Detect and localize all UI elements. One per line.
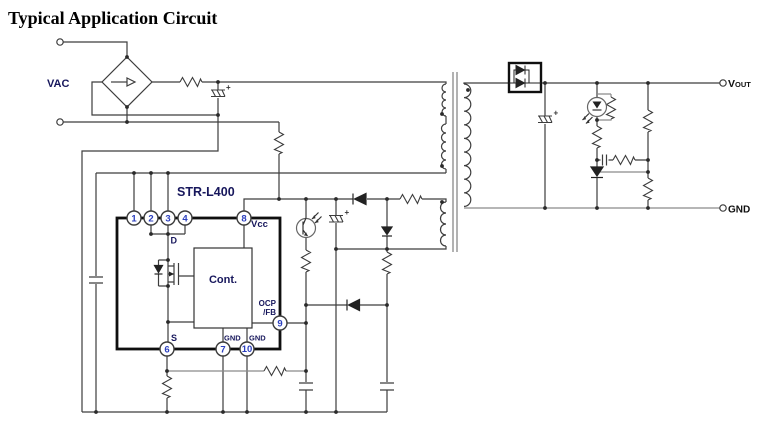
controller-box <box>193 247 253 329</box>
pin-2-number: 2 <box>148 213 153 224</box>
gnd-terminal <box>719 204 727 212</box>
aux-chain-resistor <box>381 251 393 275</box>
aux-polarity-dot <box>440 200 444 204</box>
fb-label: /FB <box>263 308 276 317</box>
divider-resistor-top <box>642 109 654 133</box>
ac-terminal-bottom <box>56 118 64 126</box>
aux-chain-capacitor <box>380 382 394 391</box>
pin-8 <box>236 210 252 226</box>
gate-protection-zener <box>153 264 164 275</box>
mosfet-body-arrow <box>169 271 174 277</box>
pin-4-number: 4 <box>182 213 188 224</box>
phototransistor-emitter-resistor <box>300 249 312 273</box>
phase-comp-capacitor <box>601 154 608 166</box>
shunt-regulator <box>589 166 605 179</box>
page-title: Typical Application Circuit <box>8 8 217 28</box>
secondary-gray-wiring <box>167 93 720 372</box>
ic-pins: 1 2 3 4 8 6 7 10 9 <box>126 210 288 357</box>
transformer <box>439 72 472 252</box>
pin-6-number: 6 <box>164 344 169 355</box>
bulk-capacitor <box>210 89 226 98</box>
source-label: S <box>171 333 177 343</box>
ocp-label: OCP <box>259 299 277 308</box>
primary-polarity-dot-1 <box>440 112 444 116</box>
vcc-charge-diode <box>352 192 367 206</box>
secondary-winding <box>463 83 472 207</box>
led-series-resistor <box>591 125 603 149</box>
vac-label: VAC <box>47 78 69 90</box>
primary-winding-lower <box>440 123 447 170</box>
vcc-aux-resistor <box>399 193 423 205</box>
aux-winding <box>439 201 447 247</box>
feedback-diode <box>346 298 361 312</box>
pin-6 <box>159 341 175 357</box>
aux-zener-diode <box>380 226 394 237</box>
divider-resistor-bottom <box>642 177 654 201</box>
ic-outline <box>115 216 282 351</box>
gnd10-label: GND <box>249 334 266 343</box>
gnd-output-label: GND <box>728 205 750 216</box>
vout-label: VOUT <box>728 78 751 90</box>
vcc-label: Vcc <box>251 219 268 230</box>
output-rectifier <box>507 61 543 94</box>
pin-10 <box>239 341 255 357</box>
ac-terminal-top <box>56 38 64 46</box>
secondary-polarity-dot <box>466 88 470 92</box>
bulk-cap-plus: + <box>226 83 231 92</box>
drain-snubber-capacitor <box>89 276 103 284</box>
vcc-capacitor <box>328 214 344 223</box>
ic-name-label: STR-L400 <box>177 185 235 199</box>
pin-3-number: 3 <box>165 213 170 224</box>
primary-winding-upper <box>441 83 447 117</box>
feedback-filter-capacitor <box>299 382 313 391</box>
pin-2 <box>143 210 159 226</box>
pin-8-number: 8 <box>241 213 246 224</box>
diodes <box>153 192 394 312</box>
fusible-resistor <box>179 76 203 88</box>
optocoupler-phototransistor <box>295 212 322 239</box>
current-sense-resistor <box>161 375 173 399</box>
vout-terminal <box>719 79 727 87</box>
phase-comp-resistor <box>612 154 636 166</box>
transformer-core <box>452 72 458 252</box>
output-capacitor <box>537 115 553 124</box>
pin-1 <box>126 210 142 226</box>
pin-9 <box>272 315 288 331</box>
controller-label: Cont. <box>209 274 237 286</box>
pin-7-number: 7 <box>220 344 225 355</box>
pin-4 <box>177 210 193 226</box>
output-cap-plus: + <box>554 109 559 118</box>
primary-polarity-dot-2 <box>440 164 444 168</box>
optocoupler-led <box>582 96 608 124</box>
gnd7-label: GND <box>224 334 241 343</box>
led-parallel-resistor <box>605 96 617 120</box>
pin-1-number: 1 <box>131 213 137 224</box>
vcc-cap-plus: + <box>345 208 350 217</box>
pin-7 <box>215 341 231 357</box>
bridge-rectifier <box>101 56 153 108</box>
pin-10-number: 10 <box>242 344 253 355</box>
feedback-filter-resistor <box>263 365 287 377</box>
drain-label: D <box>171 236 178 246</box>
primary-wiring <box>63 41 720 413</box>
startup-resistor <box>273 131 285 155</box>
pin-9-number: 9 <box>277 318 282 329</box>
pin-3 <box>160 210 176 226</box>
